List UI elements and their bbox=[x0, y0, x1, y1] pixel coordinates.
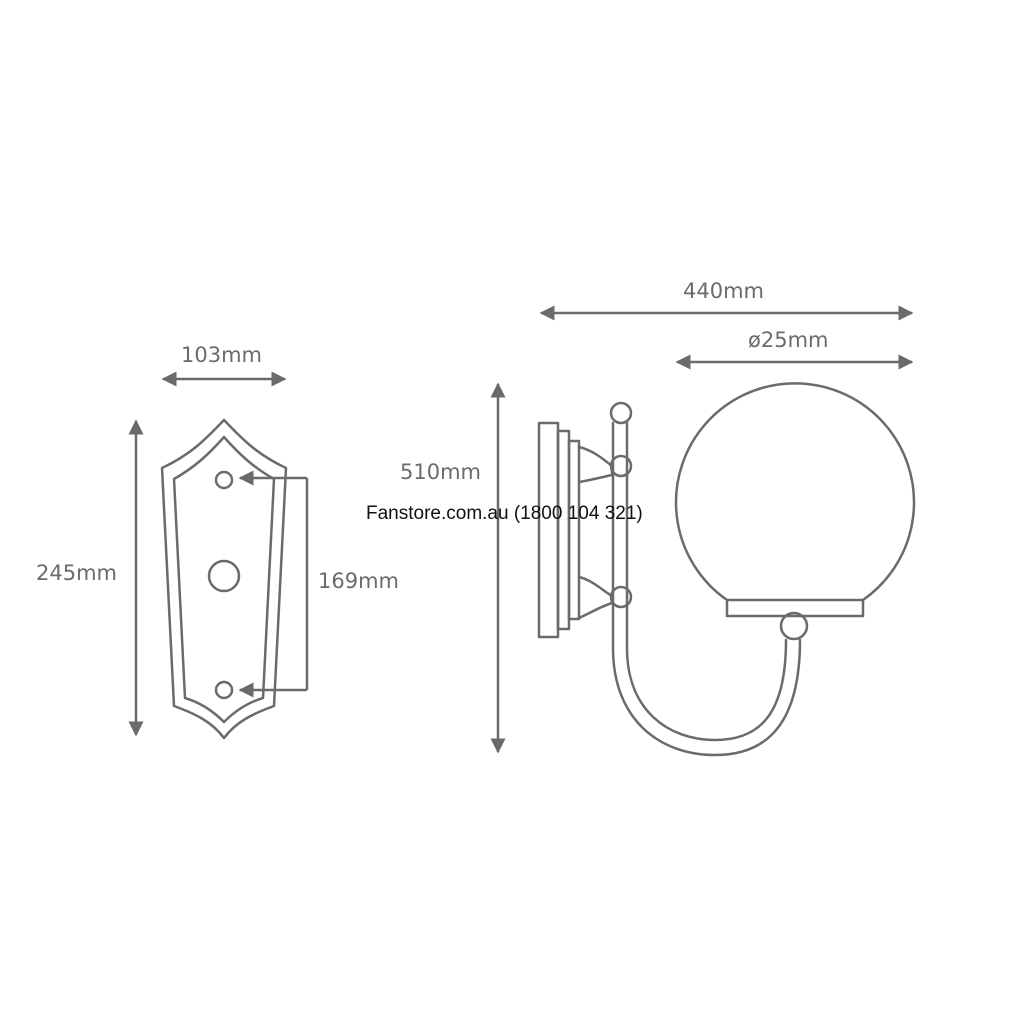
lower-joint bbox=[609, 585, 633, 609]
hole-spacing-label: 169mm bbox=[318, 569, 399, 593]
overall-height-dimension: 510mm bbox=[400, 382, 506, 754]
backplate-height-dimension: 245mm bbox=[36, 419, 144, 737]
center-hole bbox=[207, 559, 241, 593]
curved-arm-inner bbox=[625, 638, 788, 742]
overall-projection-dimension: 440mm bbox=[539, 279, 914, 321]
wall-plate-layer-3 bbox=[567, 439, 581, 621]
backplate-outer-outline bbox=[160, 418, 288, 740]
hole-spacing-dimension: 169mm bbox=[238, 470, 399, 698]
upper-bracket bbox=[577, 445, 614, 484]
backplate-height-label: 245mm bbox=[36, 561, 117, 585]
upper-joint bbox=[609, 454, 633, 478]
globe-fitter-ring bbox=[725, 598, 865, 618]
globe-diameter-dimension: ø25mm bbox=[675, 328, 914, 370]
mounting-hole-top bbox=[214, 470, 234, 490]
backplate-inner-outline bbox=[172, 435, 276, 724]
wall-plate-layer-2 bbox=[556, 429, 571, 631]
globe-holder-knob bbox=[779, 611, 809, 641]
lower-bracket bbox=[577, 575, 614, 620]
curved-arm-outer bbox=[611, 638, 802, 757]
overall-projection-label: 440mm bbox=[683, 279, 764, 303]
backplate-width-label: 103mm bbox=[181, 343, 262, 367]
backplate-width-dimension: 103mm bbox=[161, 343, 287, 387]
globe-diameter-label: ø25mm bbox=[748, 328, 828, 352]
backplate-front-view bbox=[160, 418, 288, 740]
watermark-text: Fanstore.com.au (1800 104 321) bbox=[366, 503, 643, 524]
fixture-side-view bbox=[537, 382, 916, 757]
mounting-hole-bottom bbox=[214, 680, 234, 700]
wall-plate-layer-1 bbox=[537, 421, 560, 639]
top-finial bbox=[609, 401, 633, 425]
globe bbox=[674, 382, 916, 602]
overall-height-label: 510mm bbox=[400, 460, 481, 484]
